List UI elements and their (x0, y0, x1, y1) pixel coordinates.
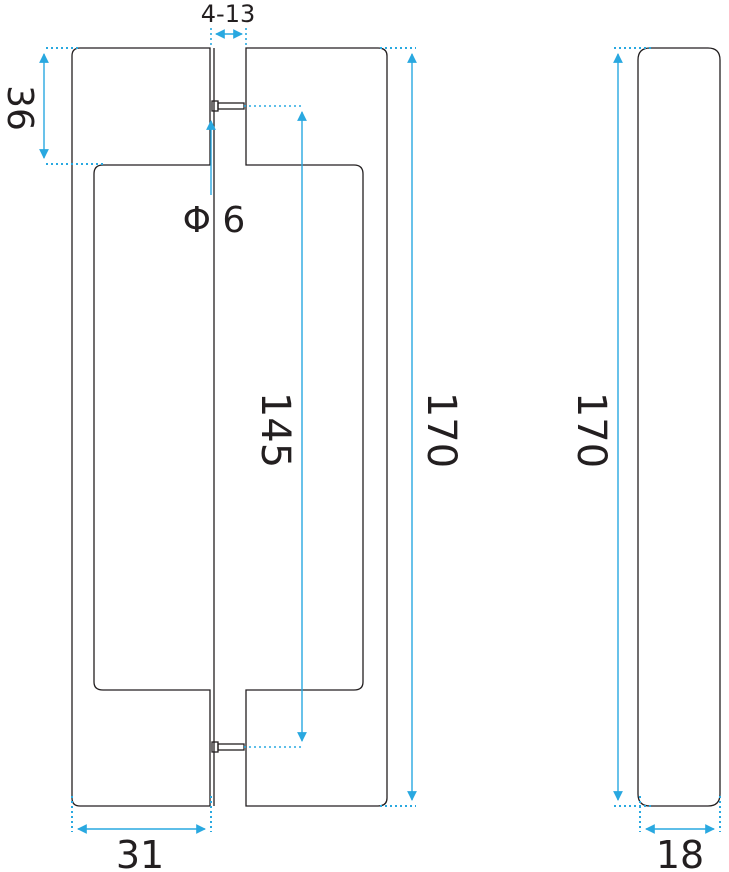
overall-length-front-dimension: 170 (380, 47, 464, 807)
top-screw (211, 100, 245, 112)
glass-thickness-label: 4-13 (201, 0, 255, 28)
handle-front-view (71, 47, 388, 807)
center-distance-dimension: 145 (244, 105, 307, 748)
mounting-height-dimension: 36 (0, 47, 104, 165)
mounting-height-label: 36 (0, 85, 40, 131)
overall-length-side-dimension: 170 (568, 47, 652, 807)
handle-side-view (637, 47, 721, 807)
right-handle-outline (245, 47, 388, 807)
bottom-screw (211, 741, 245, 753)
screw-diameter-pointer: Φ 6 (183, 120, 246, 241)
bar-width-label: 18 (656, 833, 704, 872)
glass-thickness-dimension: 4-13 (201, 0, 255, 48)
bar-width-dimension: 18 (639, 796, 721, 872)
overall-length-front-label: 170 (418, 392, 464, 468)
overall-length-side-label: 170 (568, 392, 614, 468)
left-handle-outline (71, 47, 211, 807)
screw-diameter-label: Φ 6 (183, 200, 246, 241)
center-distance-label: 145 (252, 392, 298, 468)
projection-dimension: 31 (71, 796, 212, 872)
projection-label: 31 (116, 833, 164, 872)
